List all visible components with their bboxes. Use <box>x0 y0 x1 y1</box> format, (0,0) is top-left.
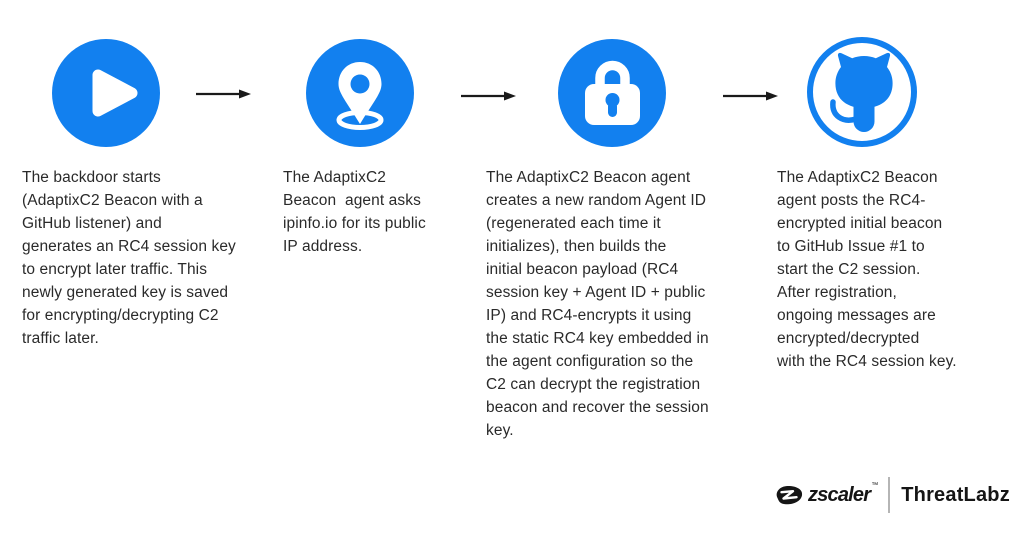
threatlabz-wordmark: ThreatLabz <box>901 483 1010 506</box>
github-icon-svg <box>807 37 917 147</box>
step-1-description: The backdoor starts (AdaptixC2 Beacon wi… <box>22 169 236 347</box>
arrow-right-icon <box>196 89 251 99</box>
brand-divider <box>888 477 891 513</box>
step-4-description: The AdaptixC2 Beacon agent posts the RC4… <box>777 169 957 370</box>
arrow-right-icon <box>723 91 778 101</box>
location-pin-icon <box>306 39 414 152</box>
step-2-description: The AdaptixC2 Beacon agent asks ipinfo.i… <box>283 169 426 255</box>
play-icon-svg <box>52 39 160 147</box>
play-icon <box>52 39 160 152</box>
github-icon <box>806 36 918 153</box>
lock-icon <box>558 39 666 152</box>
zscaler-logo-icon <box>776 485 803 505</box>
brand-footer: zscaler ™ ThreatLabz <box>774 474 1010 516</box>
arrow-right-icon <box>461 91 516 101</box>
location-pin-icon-svg <box>306 39 414 147</box>
step-3-description: The AdaptixC2 Beacon agent creates a new… <box>486 169 709 439</box>
lock-icon-svg <box>558 39 666 147</box>
zscaler-wordmark: zscaler <box>808 483 871 506</box>
trademark-symbol: ™ <box>871 482 879 489</box>
